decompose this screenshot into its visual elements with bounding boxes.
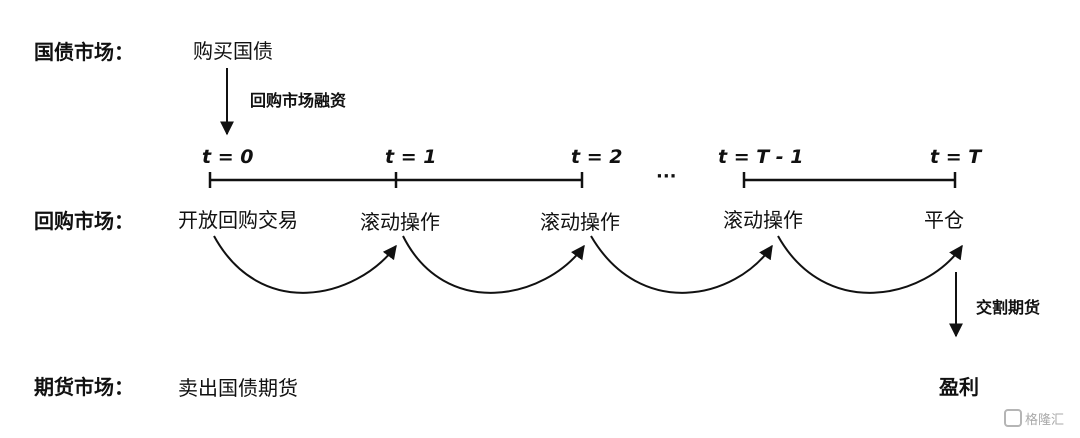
buy-treasury-node: 购买国债 <box>193 39 273 63</box>
delivery-label: 交割期货 <box>976 298 1041 317</box>
roll-arc-4 <box>777 235 963 294</box>
tick-label-1: t = 1 <box>385 146 437 168</box>
tick-label-2: t = 2 <box>571 146 623 168</box>
roll-arc-2 <box>402 235 585 294</box>
row-label-repo: 回购市场： <box>34 209 134 233</box>
repo-step-close: 平仓 <box>924 208 964 232</box>
timeline-segment-2 <box>742 172 957 188</box>
repo-step-roll-1: 滚动操作 <box>360 210 440 234</box>
tick-label-T: t = T <box>930 146 982 168</box>
tick-label-0: t = 0 <box>202 146 254 168</box>
sell-futures-node: 卖出国债期货 <box>178 376 298 400</box>
repo-step-open: 开放回购交易 <box>178 208 298 232</box>
timeline-ellipsis: ··· <box>656 166 677 187</box>
profit-node: 盈利 <box>939 375 979 399</box>
timeline-segment-1 <box>208 172 584 188</box>
tick-label-T-minus-1: t = T - 1 <box>718 146 804 168</box>
row-label-futures: 期货市场： <box>34 375 134 399</box>
repo-step-roll-3: 滚动操作 <box>723 208 803 232</box>
roll-arc-3 <box>590 235 773 294</box>
watermark-text: 格隆汇 <box>1025 413 1065 428</box>
logo-icon <box>1004 409 1022 427</box>
watermark-logo: 格隆汇 <box>1004 409 1064 428</box>
row-label-treasury: 国债市场： <box>34 40 134 64</box>
roll-arc-1 <box>213 235 397 294</box>
repo-financing-label: 回购市场融资 <box>250 91 347 110</box>
repo-step-roll-2: 滚动操作 <box>540 210 620 234</box>
